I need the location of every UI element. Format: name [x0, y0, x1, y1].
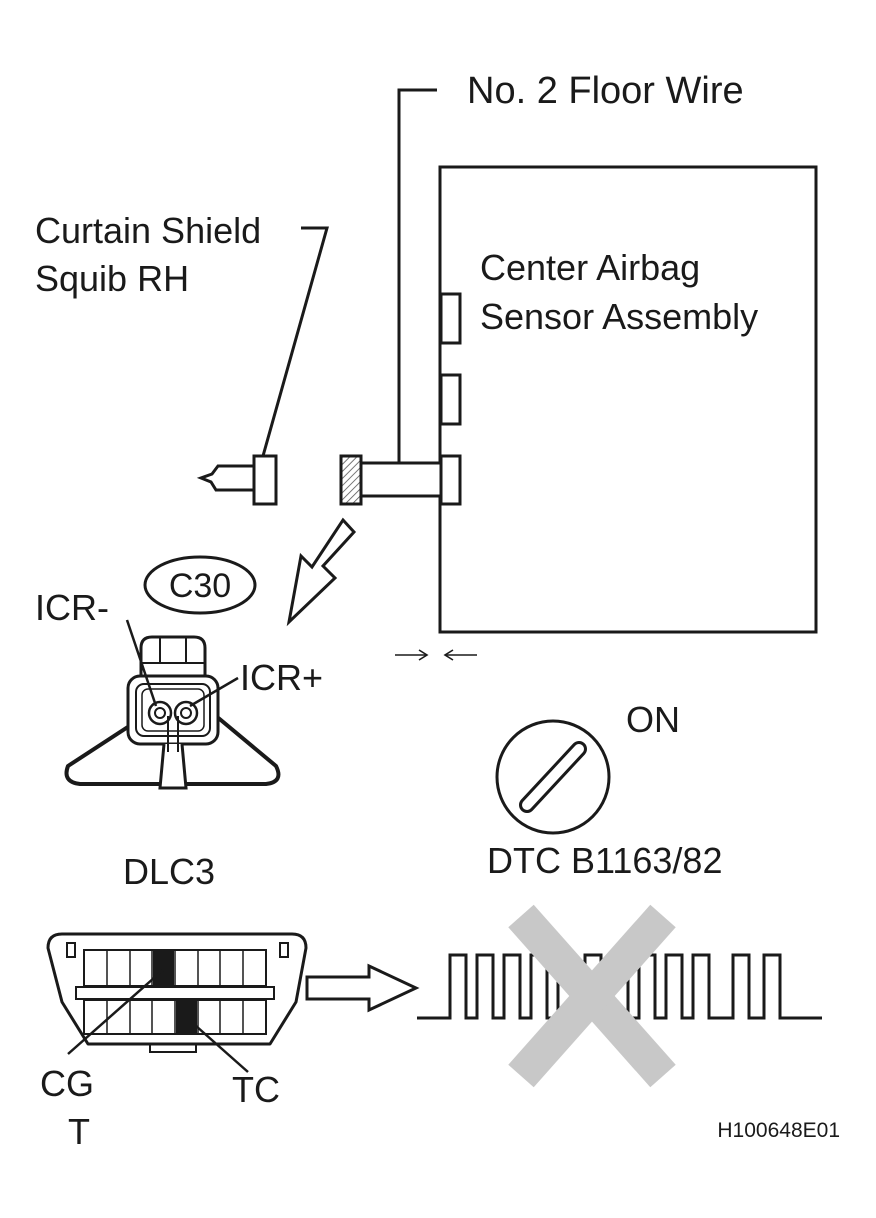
icr-minus-label: ICR-	[35, 587, 109, 628]
ignition-state-label: ON	[626, 699, 680, 740]
dlc3-pin-cg	[153, 951, 174, 985]
sensor-assembly-box	[438, 165, 818, 634]
tc-leader	[186, 1017, 249, 1073]
output-arrow	[305, 963, 420, 1013]
tc-label: TC	[232, 1069, 280, 1110]
sensor-connector-bottom	[439, 454, 462, 506]
cg-t-label: T	[68, 1111, 90, 1152]
floor-wire-label: No. 2 Floor Wire	[467, 70, 744, 112]
sensor-connector-middle	[439, 373, 462, 426]
sensor-label-line2: Sensor Assembly	[480, 296, 758, 337]
connector-code: C30	[169, 567, 231, 605]
dlc-label: DLC3	[123, 851, 215, 892]
cg-label: CG	[40, 1063, 94, 1104]
ignition-key-slot	[522, 744, 584, 810]
sensor-connector-top	[439, 292, 462, 345]
disconnect-arrows	[395, 649, 477, 661]
dlc3-connector	[46, 932, 308, 1053]
detail-pointer-arrow	[286, 517, 357, 627]
squib-connector	[252, 454, 278, 506]
cg-leader	[67, 969, 164, 1055]
floor-wire-leader	[397, 88, 437, 463]
sensor-label-line1: Center Airbag	[480, 247, 700, 288]
icr-plus-label: ICR+	[240, 657, 323, 698]
connector-code-badge	[143, 555, 257, 615]
no-signal-cross-icon	[508, 904, 676, 1088]
icr-plus-leader	[189, 676, 239, 708]
floor-wire-harness	[359, 461, 443, 498]
dtc-label: DTC B1163/82	[487, 840, 722, 881]
floor-wire-connector	[339, 454, 363, 506]
squib-plug	[196, 464, 254, 492]
icr-minus-leader	[125, 619, 158, 707]
squib-leader	[261, 226, 329, 457]
squib-label-line2: Squib RH	[35, 258, 189, 299]
figure-id: H100648E01	[717, 1119, 840, 1142]
squib-label-line1: Curtain Shield	[35, 210, 261, 251]
dlc3-pin-tc	[176, 1001, 197, 1033]
